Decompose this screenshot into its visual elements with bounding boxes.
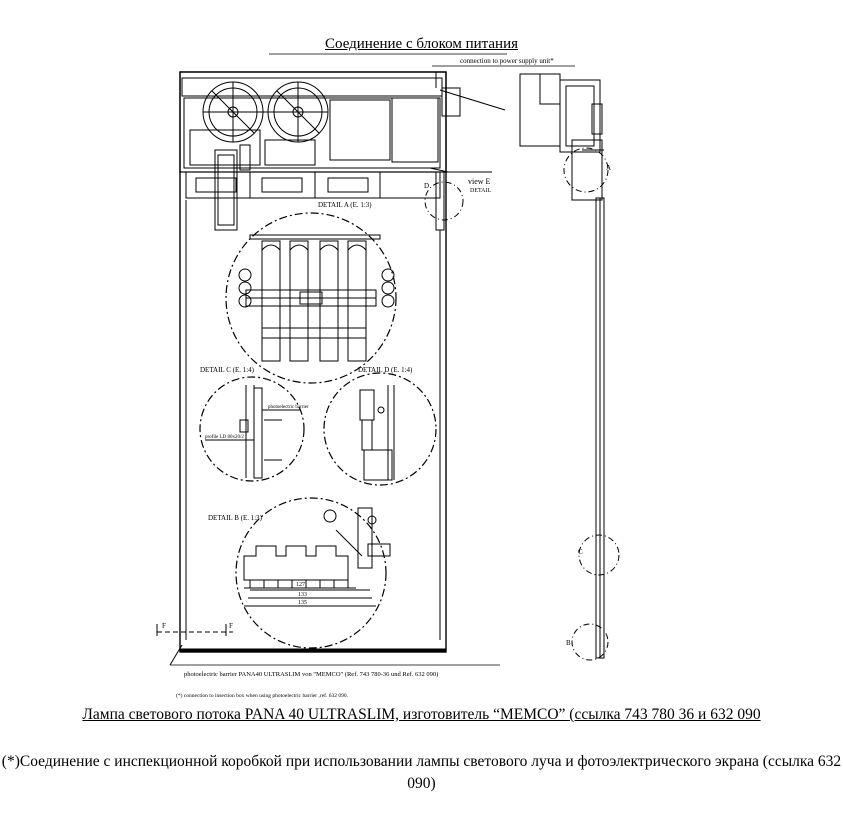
detail-d-label: DETAIL D (E. 1:4) (358, 366, 413, 374)
detail-a (225, 212, 397, 384)
technical-drawing: connection to power supply unit* view E … (156, 53, 620, 699)
marker-b-side: B (566, 639, 571, 647)
inspection-note: (*) connection to insection box when usi… (176, 692, 349, 699)
marker-c-side: C (578, 548, 583, 556)
dim-127: 127 (296, 582, 305, 588)
power-supply-label: connection to power supply unit* (460, 57, 554, 65)
marker-a-side: A (606, 164, 611, 172)
section-f-left: F (162, 622, 166, 630)
marker-d-top: D (424, 182, 429, 190)
detail-b-label: DETAIL B (E. 1:3) (208, 514, 263, 522)
barrier-note: photoelectric barrier PANA40 ULTRASLIM v… (184, 671, 438, 678)
note-caption: (*)Соединение с инспекционной коробкой п… (1, 753, 842, 792)
dim-135: 135 (298, 600, 307, 606)
view-e-label: view E (468, 177, 491, 186)
view-e-detail-label: DETAIL (470, 188, 492, 194)
door-panel-outline (179, 71, 447, 653)
section-f-right: F (229, 622, 233, 630)
detail-c-label: DETAIL C (E. 1:4) (200, 366, 255, 374)
section-f (156, 624, 233, 636)
detail-d (323, 372, 437, 486)
detail-b (235, 497, 391, 649)
drive-mechanism (179, 71, 447, 231)
detail-a-label: DETAIL A (E. 1:3) (318, 201, 372, 209)
dim-133: 133 (298, 592, 307, 598)
detail-c (199, 376, 305, 482)
side-elevation (519, 73, 620, 661)
photoelectric-barrier-small-label: photoelectric barrier (268, 405, 309, 410)
main-caption: Лампа светового потока PANA 40 ULTRASLIM… (82, 706, 761, 723)
profile-label: profile LD 80x20/2 (205, 435, 244, 440)
drawing-heading: Соединение с блоком питания (325, 36, 518, 52)
